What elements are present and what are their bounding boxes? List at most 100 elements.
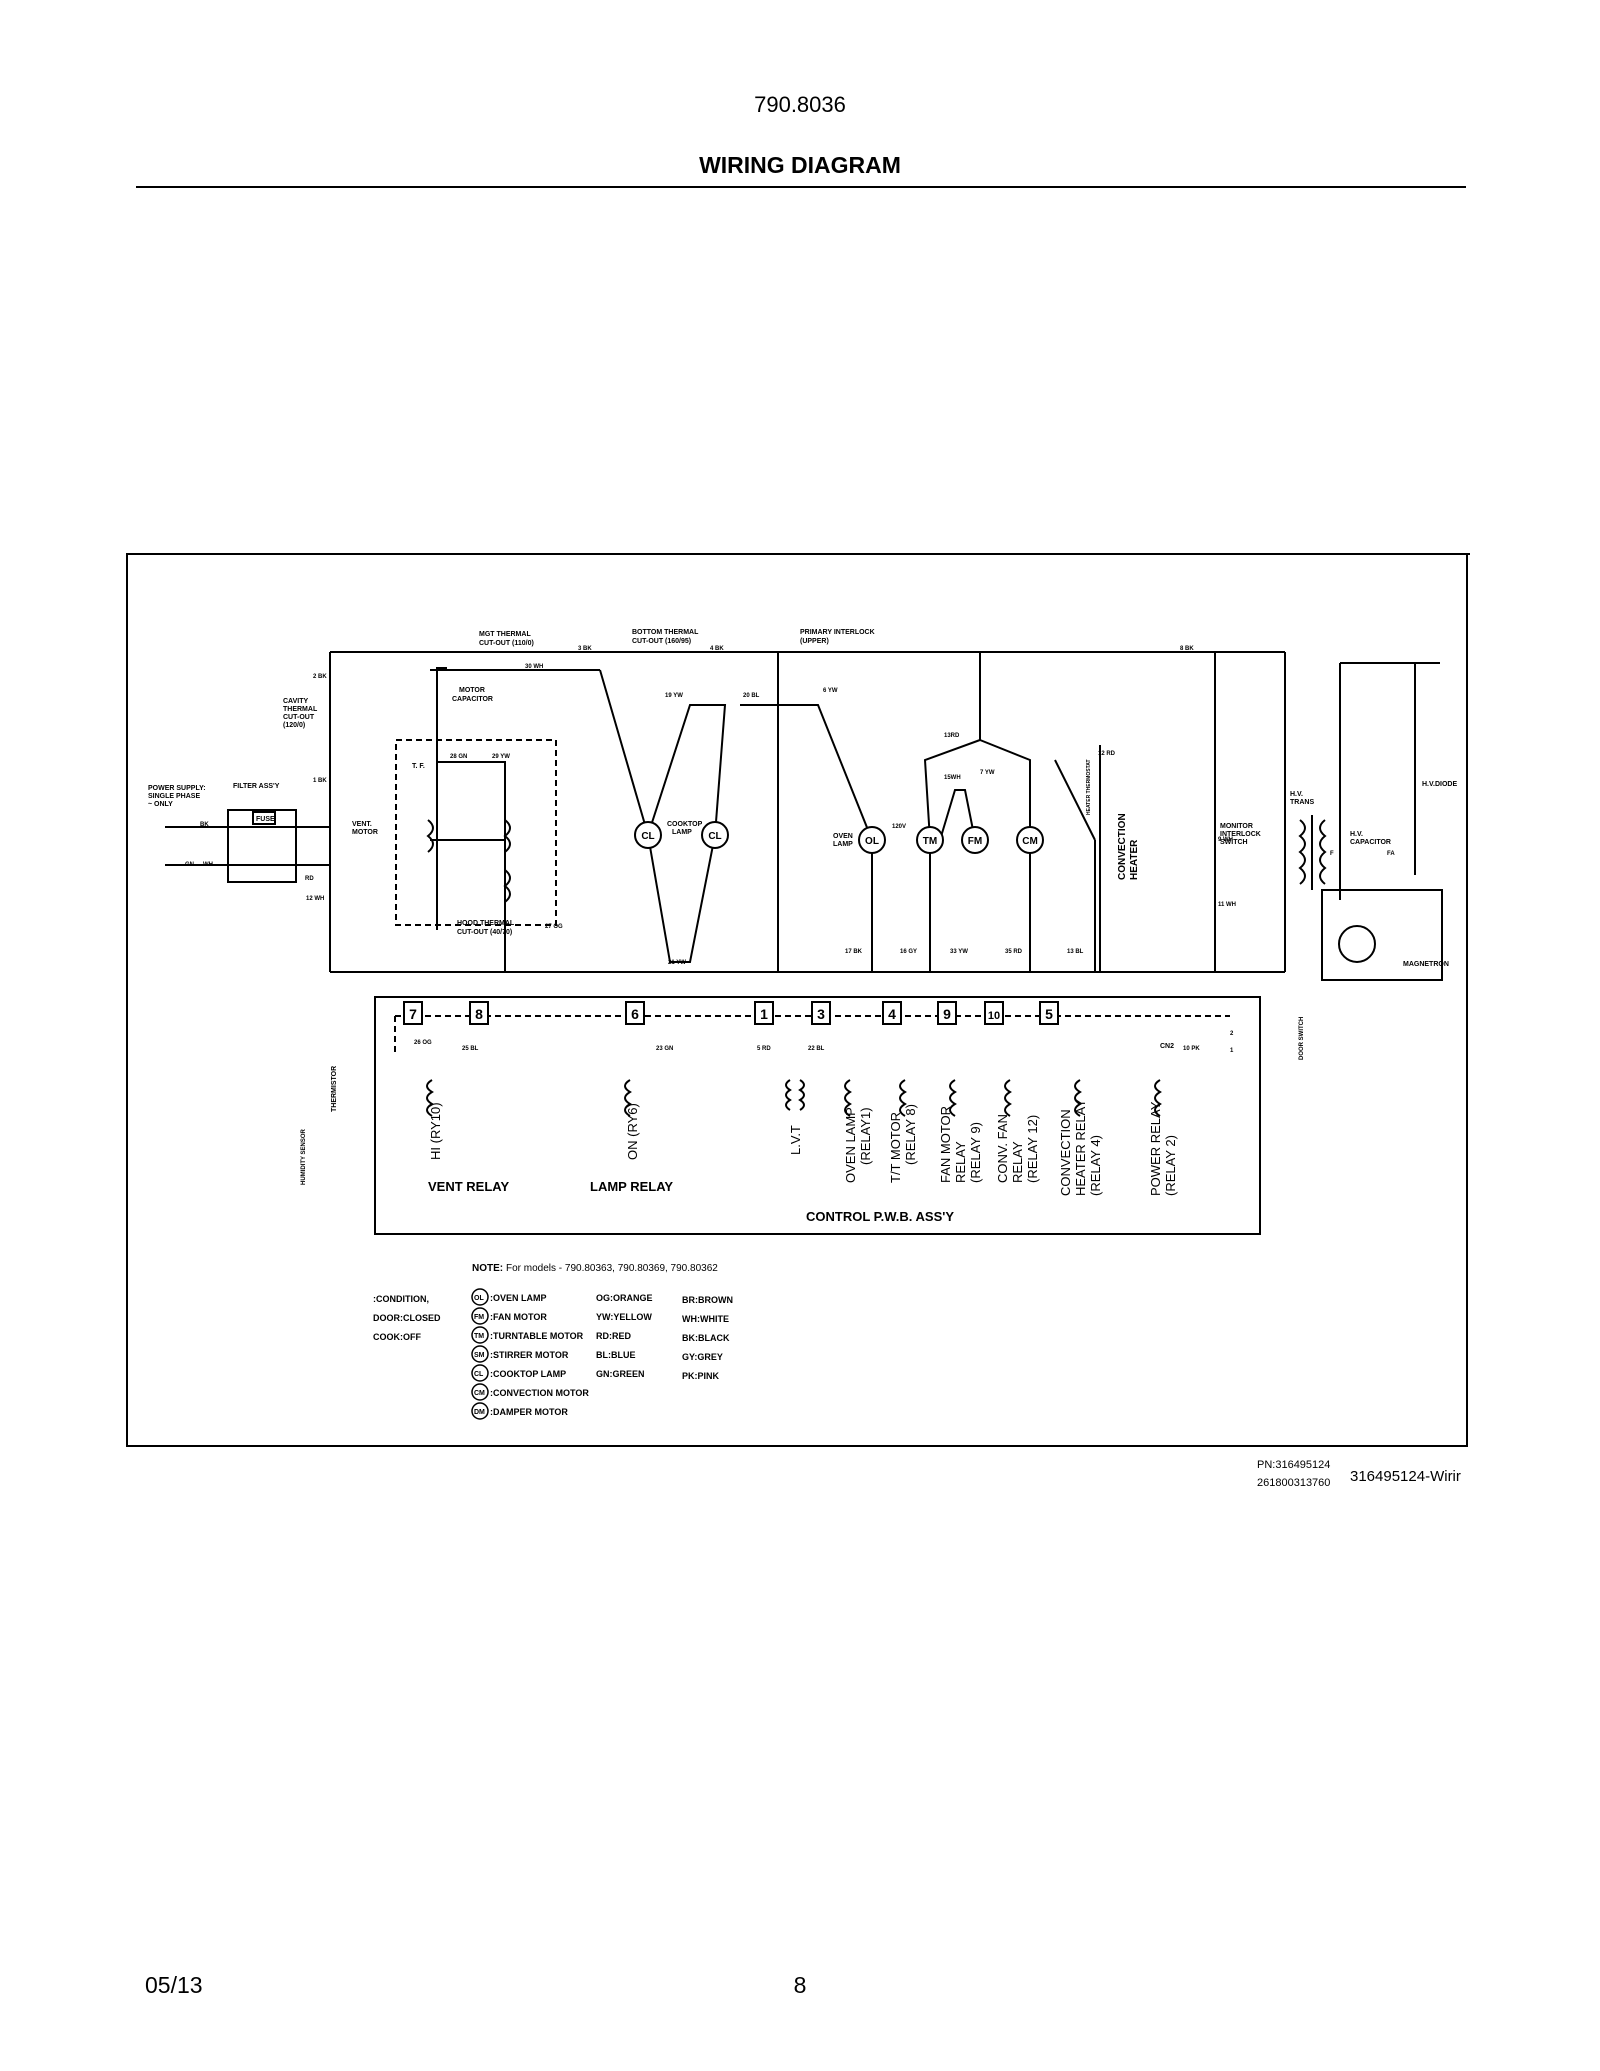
hv-capacitor-label-1: H.V.: [1350, 831, 1363, 838]
page-number: 8: [793, 1972, 807, 1998]
wire-2bk: 2 BK: [313, 674, 327, 680]
wire-120v: 120V: [892, 824, 906, 830]
wire-28gn: 28 GN: [450, 754, 467, 760]
legend-text-0: :OVEN LAMP: [490, 1293, 547, 1303]
wire-4bk: 4 BK: [710, 646, 724, 652]
relay-conv-fan-label-a: CONV. FAN: [995, 1114, 1010, 1183]
color-bk: BK:BLACK: [682, 1333, 730, 1343]
note-prefix: NOTE:: [472, 1263, 503, 1274]
cavity-label-2: THERMAL: [283, 706, 318, 713]
cn2-label: CN2: [1160, 1043, 1174, 1050]
wire-19yw: 19 YW: [665, 693, 683, 699]
legend-abbr-3: SM: [474, 1352, 485, 1359]
color-pk: PK:PINK: [682, 1371, 720, 1381]
fm-label: FM: [968, 836, 982, 847]
legend-text-6: :DAMPER MOTOR: [490, 1407, 568, 1417]
filter-assy-label: FILTER ASS'Y: [233, 783, 280, 790]
title-rule: [136, 186, 1466, 188]
relay-tt-motor-label-a: T/T MOTOR: [888, 1112, 903, 1183]
relay-fan-motor-label-b: RELAY: [953, 1141, 968, 1183]
legend-text-4: :COOKTOP LAMP: [490, 1369, 566, 1379]
vent-motor-label-1: VENT.: [352, 821, 372, 828]
cl-label-2: CL: [708, 831, 721, 842]
pn-label-1: PN:316495124: [1257, 1459, 1330, 1471]
wire-fa: FA: [1387, 851, 1395, 857]
cavity-label-3: CUT-OUT: [283, 714, 315, 721]
relay-oven-lamp-label-b: (RELAY1): [858, 1107, 873, 1165]
color-br: BR:BROWN: [682, 1295, 733, 1305]
convection-heater-label-1: CONVECTION: [1117, 813, 1128, 880]
diagram-frame: [126, 553, 1468, 1447]
relay-power-label-a: POWER RELAY: [1148, 1101, 1163, 1196]
hv-diode-label: H.V.DIODE: [1422, 781, 1457, 788]
oven-lamp-label-2: LAMP: [833, 841, 853, 848]
legend-text-1: :FAN MOTOR: [490, 1312, 547, 1322]
wire-22bl: 22 BL: [808, 1046, 825, 1052]
page-title: WIRING DIAGRAM: [699, 152, 901, 178]
wire-7yw: 7 YW: [980, 770, 995, 776]
relay-coils: [426, 1079, 1162, 1117]
wire-12wh: 12 WH: [306, 896, 324, 902]
pin-10: 10: [988, 1010, 1000, 1022]
wire-3bk: 3 BK: [578, 646, 592, 652]
legend-abbr-1: FM: [474, 1314, 484, 1321]
cooktop-lamp-label-1: COOKTOP: [667, 821, 703, 828]
legend-text-3: :STIRRER MOTOR: [490, 1350, 569, 1360]
color-wh: WH:WHITE: [682, 1314, 729, 1324]
condition-label-3: COOK:OFF: [373, 1332, 421, 1342]
oven-lamp-label-1: OVEN: [833, 833, 853, 840]
cm-label: CM: [1022, 836, 1038, 847]
wire-8bk: 8 BK: [1180, 646, 1194, 652]
wire-29yw: 29 YW: [492, 754, 510, 760]
legend-abbr-4: CL: [474, 1371, 484, 1378]
relay-conv-heater-label-c: (RELAY 4): [1088, 1135, 1103, 1196]
pin-8: 8: [475, 1006, 483, 1022]
wire-13bl: 13 BL: [1067, 949, 1084, 955]
wire-wh: WH: [203, 862, 213, 868]
tm-label: TM: [923, 836, 937, 847]
pin-1: 1: [760, 1006, 768, 1022]
legend-text-2: :TURNTABLE MOTOR: [490, 1331, 584, 1341]
wire-rd: RD: [305, 876, 314, 882]
wiring-diagram: CL CL OL TM FM CM 7 8 6 1 3 4 9 10 5 MGT…: [126, 553, 1470, 1489]
motor-capacitor-label-2: CAPACITOR: [452, 696, 493, 703]
cl-label-1: CL: [641, 831, 654, 842]
pin-6: 6: [631, 1006, 639, 1022]
pin-4: 4: [888, 1006, 896, 1022]
color-gn: GN:GREEN: [596, 1369, 645, 1379]
hood-thermal-label-2: CUT-OUT (40/70): [457, 929, 512, 936]
color-yw: YW:YELLOW: [596, 1312, 652, 1322]
legend-abbr-6: DM: [474, 1409, 485, 1416]
relay-conv-heater-label-b: HEATER RELAY: [1073, 1099, 1088, 1196]
magnetron-label: MAGNETRON: [1403, 961, 1449, 968]
relay-tt-motor-label-b: (RELAY 8): [903, 1104, 918, 1165]
color-og: OG:ORANGE: [596, 1293, 653, 1303]
ol-label: OL: [865, 836, 879, 847]
relay-power-label-b: (RELAY 2): [1163, 1135, 1178, 1196]
relay-fan-motor-label-a: FAN MOTOR: [938, 1106, 953, 1183]
wire-6yw: 6 YW: [823, 688, 838, 694]
wire-30wh: 30 WH: [525, 664, 543, 670]
lamp-relay-label: LAMP RELAY: [590, 1179, 673, 1194]
wire-17bk: 17 BK: [845, 949, 863, 955]
motor-capacitor-label-1: MOTOR: [459, 687, 485, 694]
legend-abbr-5: CM: [474, 1390, 485, 1397]
cooktop-lamp-label-2: LAMP: [672, 829, 692, 836]
footer-date: 05/13: [145, 1972, 203, 1998]
mgt-thermal-label: MGT THERMAL: [479, 631, 531, 638]
wire-20bl: 20 BL: [743, 693, 760, 699]
relay-hi-label: HI (RY10): [428, 1102, 443, 1160]
wire-25bl: 25 BL: [462, 1046, 479, 1052]
relay-on-label: ON (RY6): [625, 1103, 640, 1160]
wire-26og: 26 OG: [414, 1040, 432, 1046]
color-rd: RD:RED: [596, 1331, 631, 1341]
tf-label: T. F.: [412, 763, 425, 770]
humidity-sensor-label: HUMIDITY SENSOR: [301, 1128, 307, 1185]
bottom-thermal-label: BOTTOM THERMAL: [632, 629, 699, 636]
wire-10pk: 10 PK: [1183, 1046, 1200, 1052]
pin-3: 3: [817, 1006, 825, 1022]
color-bl: BL:BLUE: [596, 1350, 636, 1360]
wire-9wh: 9 WH: [1218, 837, 1233, 843]
relay-fan-motor-label-c: (RELAY 9): [968, 1122, 983, 1183]
wire-35rd: 35 RD: [1005, 949, 1023, 955]
